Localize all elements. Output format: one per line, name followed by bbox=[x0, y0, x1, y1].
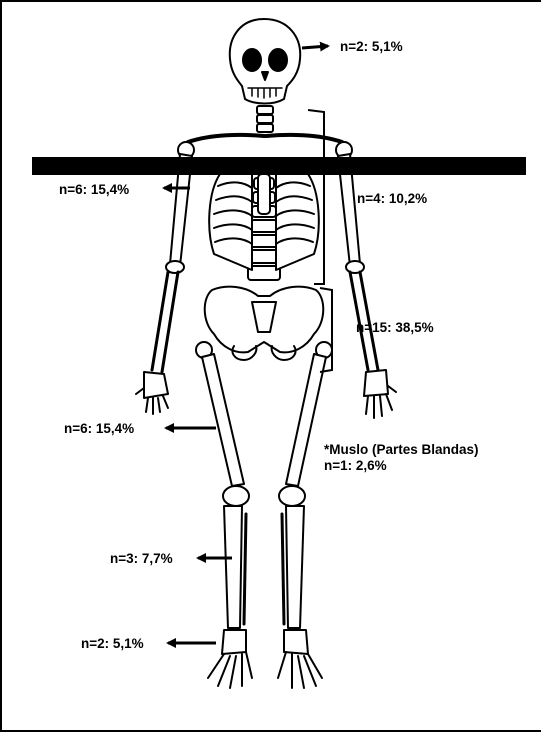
skull-icon bbox=[230, 19, 300, 104]
foot-label: n=2: 5,1% bbox=[81, 636, 144, 652]
pelvis-icon bbox=[205, 287, 324, 360]
leg-bones-icon bbox=[224, 506, 304, 628]
skull-arrow bbox=[302, 46, 328, 48]
redaction-bar bbox=[32, 157, 526, 175]
femur-label: n=6: 15,4% bbox=[64, 421, 134, 437]
thorax-label: n=4: 10,2% bbox=[357, 191, 427, 207]
foot-icon bbox=[208, 630, 322, 688]
skull-label: n=2: 5,1% bbox=[340, 39, 403, 55]
leg-label: n=3: 7,7% bbox=[110, 551, 173, 567]
arm-label: n=6: 15,4% bbox=[59, 182, 129, 198]
thigh-soft-tissue-value: n=1: 2,6% bbox=[324, 458, 387, 474]
femur-icon bbox=[202, 354, 326, 486]
thigh-soft-tissue-title: *Muslo (Partes Blandas) bbox=[324, 442, 479, 458]
pelvis-label: n=15: 38,5% bbox=[356, 320, 434, 336]
